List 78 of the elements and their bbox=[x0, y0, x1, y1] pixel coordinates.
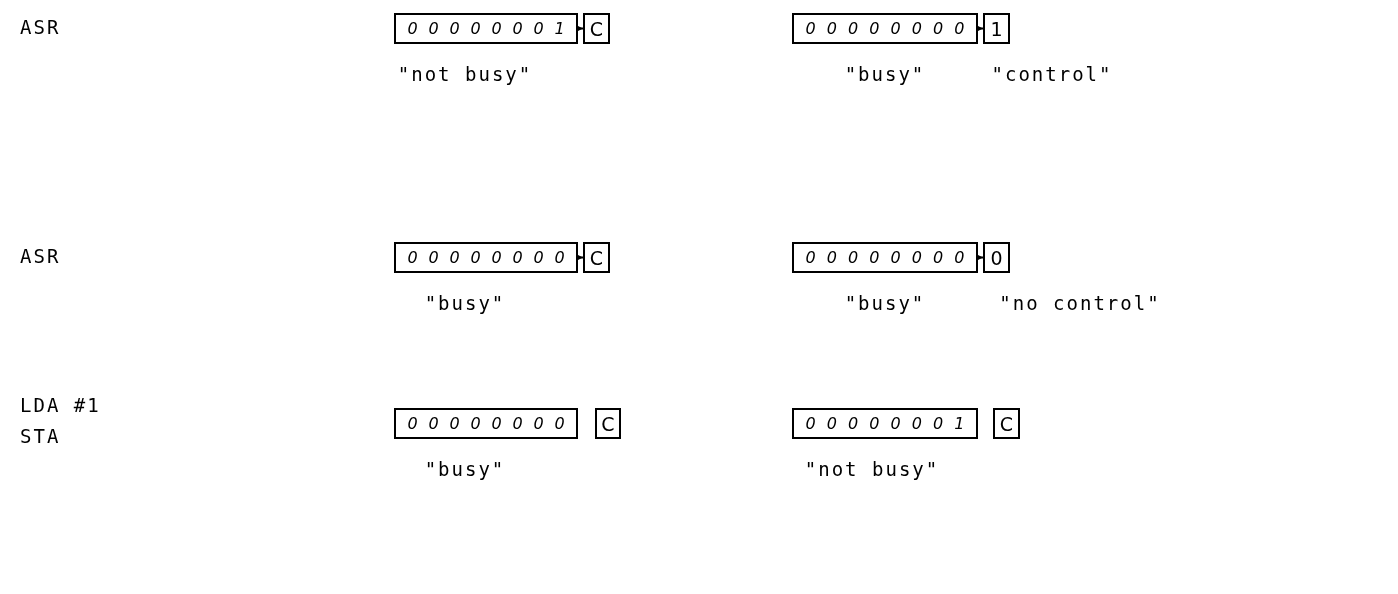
bit-value: 0 bbox=[554, 248, 565, 267]
bit-value: 0 bbox=[848, 19, 859, 38]
instruction-label: ASR bbox=[20, 245, 61, 267]
bit-box bbox=[583, 242, 610, 273]
instruction-label: ASR bbox=[20, 16, 61, 38]
bit-value: 0 bbox=[805, 248, 816, 267]
bit-value: 0 bbox=[428, 19, 439, 38]
bit-value: 0 bbox=[533, 414, 544, 433]
state-caption: "busy" bbox=[424, 458, 506, 480]
bit-value: 0 bbox=[954, 248, 965, 267]
bit-value: 0 bbox=[407, 19, 418, 38]
instruction-label: STA bbox=[20, 425, 61, 447]
bit-box bbox=[993, 408, 1020, 439]
bit-value: 0 bbox=[533, 19, 544, 38]
bit-value: 0 bbox=[911, 414, 922, 433]
bit-value: C bbox=[589, 17, 604, 40]
bit-value: 1 bbox=[554, 19, 565, 38]
bit-value: 0 bbox=[869, 248, 880, 267]
bit-value: C bbox=[589, 246, 604, 269]
bit-value: 0 bbox=[890, 19, 901, 38]
bit-value: 0 bbox=[407, 248, 418, 267]
bit-value: 0 bbox=[491, 248, 502, 267]
bit-value: 0 bbox=[826, 19, 837, 38]
bit-value: 0 bbox=[890, 248, 901, 267]
bit-value: 0 bbox=[491, 19, 502, 38]
bit-value: 0 bbox=[449, 414, 460, 433]
bit-value: 1 bbox=[954, 414, 965, 433]
bit-value: 0 bbox=[491, 414, 502, 433]
register-box bbox=[394, 242, 578, 273]
bit-box bbox=[595, 408, 621, 439]
bit-value: 0 bbox=[407, 414, 418, 433]
bit-value: 0 bbox=[470, 19, 481, 38]
bit-value: 0 bbox=[869, 19, 880, 38]
state-caption: "busy" bbox=[844, 63, 926, 85]
bit-value: 0 bbox=[826, 414, 837, 433]
bit-value: 0 bbox=[911, 248, 922, 267]
bit-value: 0 bbox=[554, 414, 565, 433]
bit-value: 0 bbox=[428, 248, 439, 267]
bit-value: 0 bbox=[512, 19, 523, 38]
register-box bbox=[394, 408, 578, 439]
state-caption: "not busy" bbox=[397, 63, 533, 85]
state-caption: "not busy" bbox=[804, 458, 940, 480]
register-box bbox=[792, 242, 978, 273]
state-caption: "no control" bbox=[999, 292, 1161, 314]
bit-value: 0 bbox=[512, 414, 523, 433]
bit-value: 0 bbox=[933, 414, 944, 433]
bit-value: C bbox=[601, 412, 615, 435]
register-box bbox=[394, 13, 578, 44]
register-box bbox=[792, 13, 978, 44]
state-caption: "busy" bbox=[844, 292, 926, 314]
bit-value: 0 bbox=[869, 414, 880, 433]
bit-value: 0 bbox=[428, 414, 439, 433]
register-box bbox=[792, 408, 978, 439]
state-caption: "busy" bbox=[424, 292, 506, 314]
bit-box bbox=[983, 242, 1010, 273]
bit-value: 0 bbox=[911, 19, 922, 38]
bit-value: 0 bbox=[890, 414, 901, 433]
state-caption: "control" bbox=[991, 63, 1113, 85]
bit-value: 0 bbox=[470, 414, 481, 433]
bit-value: 0 bbox=[990, 246, 1003, 269]
bit-value: 0 bbox=[933, 19, 944, 38]
bit-value: 0 bbox=[512, 248, 523, 267]
bit-value: 0 bbox=[449, 248, 460, 267]
bit-value: 0 bbox=[848, 414, 859, 433]
bit-value: 0 bbox=[805, 19, 816, 38]
bit-value: 0 bbox=[533, 248, 544, 267]
bit-box bbox=[983, 13, 1010, 44]
bit-value: C bbox=[999, 412, 1014, 435]
bit-value: 0 bbox=[933, 248, 944, 267]
bit-value: 0 bbox=[805, 414, 816, 433]
bit-value: 0 bbox=[954, 19, 965, 38]
bit-box bbox=[583, 13, 610, 44]
bit-value: 0 bbox=[848, 248, 859, 267]
bit-value: 0 bbox=[449, 19, 460, 38]
bit-value: 1 bbox=[990, 17, 1003, 40]
bit-value: 0 bbox=[470, 248, 481, 267]
bit-value: 0 bbox=[826, 248, 837, 267]
instruction-label: LDA #1 bbox=[20, 394, 101, 416]
